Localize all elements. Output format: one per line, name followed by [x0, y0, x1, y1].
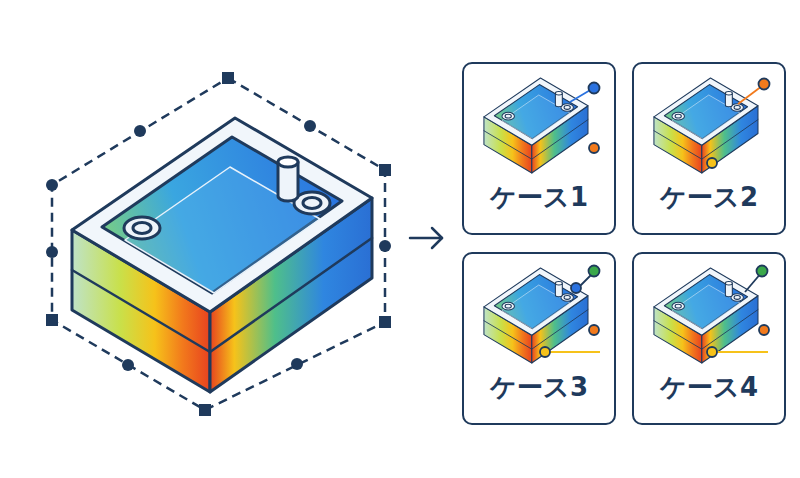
illustration-part — [738, 86, 762, 104]
illustration-part — [379, 240, 391, 252]
case-card: ケース1 — [462, 62, 616, 235]
illustration-part — [222, 72, 234, 84]
illustration-part — [714, 351, 768, 353]
illustration-part — [199, 404, 211, 416]
illustration-part — [707, 158, 717, 168]
case-label: ケース3 — [464, 372, 614, 403]
illustration-part — [759, 325, 769, 335]
case-card: ケース3 — [462, 252, 616, 425]
flow-arrow — [410, 228, 442, 248]
illustration-part — [379, 316, 391, 328]
selection-frame — [46, 72, 391, 416]
mold-model — [72, 118, 372, 392]
case-label: ケース1 — [464, 182, 614, 213]
illustration-part — [759, 79, 770, 90]
illustration-part — [52, 78, 385, 410]
illustration-part — [46, 179, 58, 191]
case-model — [654, 268, 758, 363]
illustration-part — [571, 283, 581, 293]
illustration-part — [757, 266, 768, 277]
illustration-part — [291, 358, 303, 370]
case-label: ケース2 — [634, 182, 784, 213]
illustration-part — [379, 164, 391, 176]
case-card: ケース4 — [632, 252, 786, 425]
illustration-part — [432, 228, 442, 248]
illustration-part — [46, 246, 58, 258]
illustration-part — [410, 237, 442, 240]
illustration-part — [589, 143, 599, 153]
illustration-part — [707, 347, 717, 357]
illustration-part — [548, 351, 600, 353]
illustration-part — [46, 72, 391, 416]
illustration-part — [589, 325, 599, 335]
illustration-part — [589, 266, 600, 277]
case-card: ケース2 — [632, 62, 786, 235]
illustration-part — [589, 83, 600, 94]
illustration-part — [46, 314, 58, 326]
case-model — [654, 78, 758, 173]
illustration-part — [540, 347, 550, 357]
illustration-part — [134, 125, 146, 137]
illustration-part — [122, 359, 134, 371]
case-model — [484, 78, 588, 173]
parameter-markers — [540, 79, 770, 358]
illustration-part — [304, 120, 316, 132]
case-label: ケース4 — [634, 372, 784, 403]
case-model — [484, 268, 588, 363]
